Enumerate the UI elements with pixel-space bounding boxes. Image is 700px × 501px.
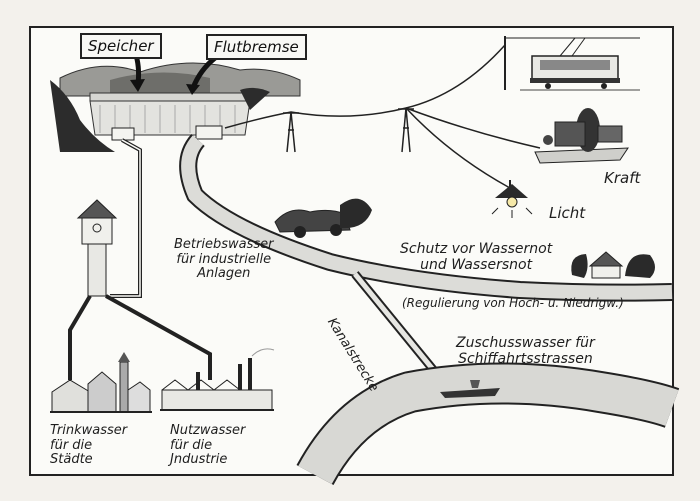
nutzwasser-line-1: Nutzwasser	[170, 423, 246, 438]
town-icon	[50, 352, 152, 413]
trinkwasser-line-2: für die	[50, 437, 93, 453]
nutzwasser-line-2: für die	[170, 437, 213, 453]
betriebswasser-label: Betriebswasser für industrielle Anlagen	[174, 237, 274, 282]
house-icon	[571, 251, 655, 279]
trinkwasser-label: Trinkwasser für die Städte	[50, 423, 128, 468]
transmission-tower-icon	[224, 44, 541, 189]
kraft-label: Kraft	[604, 169, 641, 187]
ship-icon	[440, 380, 500, 398]
zuschuss-line-1: Zuschusswasser für	[456, 335, 595, 351]
licht-label: Licht	[549, 204, 586, 222]
water-tower-icon	[76, 199, 118, 297]
nutzwasser-line-3: Jndustrie	[170, 452, 228, 468]
nutzwasser-label: Nutzwasser für die Jndustrie	[170, 423, 246, 468]
tram-icon	[504, 36, 640, 91]
lamp-icon	[491, 180, 533, 218]
schutz-line-1: Schutz vor Wassernot	[400, 241, 553, 257]
factory-icon	[160, 348, 275, 411]
schutz-label: Schutz vor Wassernot und Wassersnot	[400, 241, 553, 273]
betriebswasser-line-3: Anlagen	[197, 266, 251, 282]
betriebswasser-line-2: für industrielle	[176, 251, 272, 267]
betriebswasser-line-1: Betriebswasser	[174, 237, 274, 252]
trinkwasser-line-3: Städte	[50, 452, 93, 468]
zuschuss-line-2: Schiffahrtsstrassen	[458, 350, 593, 367]
car-icon	[274, 198, 372, 238]
schutz-line-2: und Wassersnot	[420, 256, 533, 273]
generator-icon	[534, 108, 629, 164]
zuschuss-label: Zuschusswasser für Schiffahrtsstrassen	[456, 335, 595, 367]
dam-icon	[50, 62, 301, 152]
trinkwasser-line-1: Trinkwasser	[50, 423, 128, 438]
flutbremse-label: Flutbremse	[206, 34, 307, 60]
regulierung-label: (Regulierung von Hoch- u. Niedrigw.)	[402, 296, 624, 310]
speicher-label: Speicher	[80, 33, 162, 59]
